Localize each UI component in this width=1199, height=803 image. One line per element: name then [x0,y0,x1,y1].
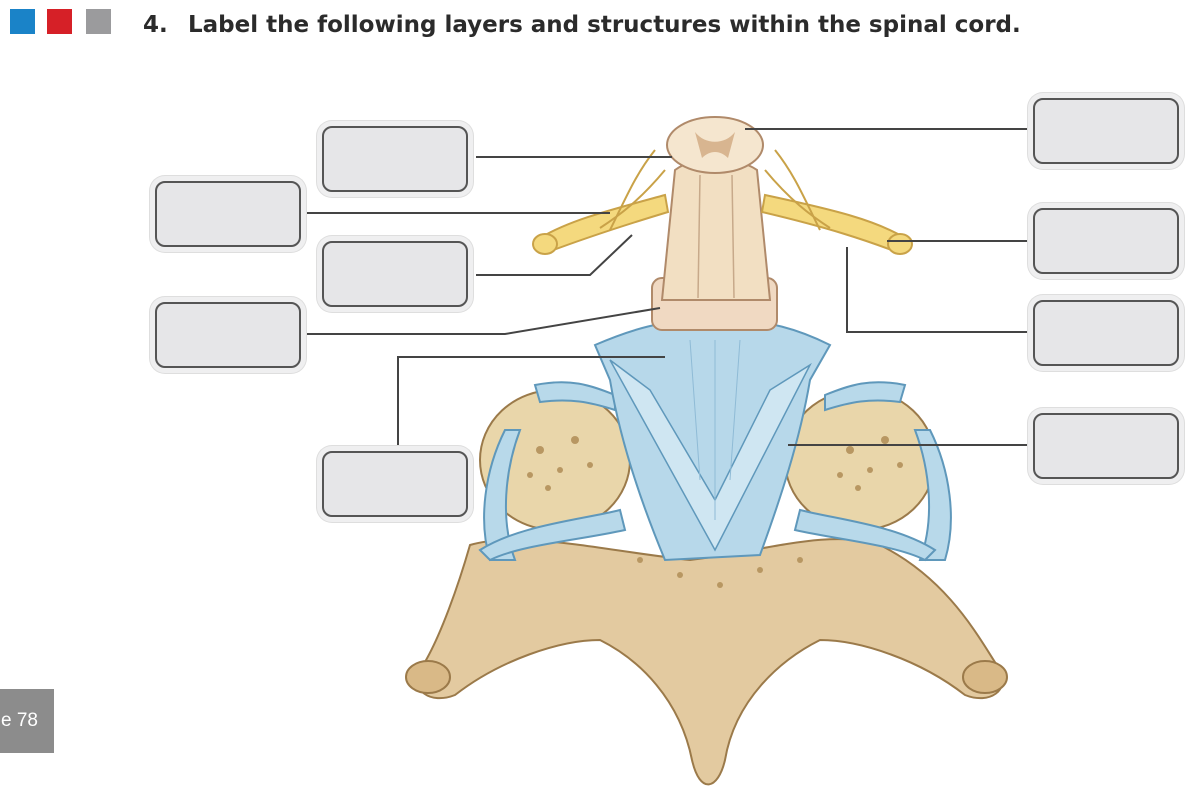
dura-fold [609,359,812,552]
label-box-left-4[interactable] [155,302,301,368]
label-box-right-4[interactable] [1033,413,1179,479]
gray-square [86,9,111,34]
label-box-left-3[interactable] [322,241,468,307]
label-box-left-5[interactable] [322,451,468,517]
label-box-left-1[interactable] [322,126,468,192]
spinal-cord [660,157,772,301]
label-box-right-1[interactable] [1033,98,1179,164]
question-text: Label the following layers and structure… [188,12,1021,38]
spinal-nerves [532,149,913,255]
page-number-text: e 78 [1,710,38,731]
page-number-tab: e 78 [0,689,54,753]
label-box-left-2[interactable] [155,181,301,247]
leader-lines [306,128,1030,446]
question-number: 4. [143,12,168,38]
red-square [47,9,72,34]
label-box-right-2[interactable] [1033,208,1179,274]
label-box-right-3[interactable] [1033,300,1179,366]
blue-square [10,9,35,34]
vertebra [405,389,1008,786]
meningeal-roots [478,381,952,562]
